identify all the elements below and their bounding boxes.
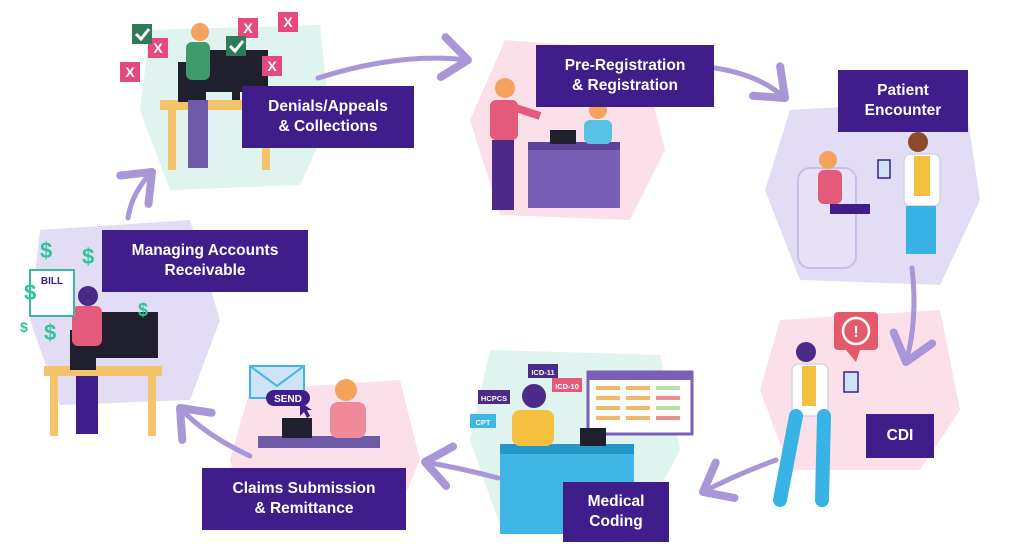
approved-check-icon bbox=[132, 24, 152, 44]
arrow-encounter-to-cdi bbox=[889, 265, 937, 366]
dollar-icon: $ bbox=[40, 238, 52, 263]
step-label-text: Managing Accounts Receivable bbox=[131, 242, 279, 279]
step-label-text: Denials/Appeals & Collections bbox=[268, 98, 388, 135]
cdi-clipboard-icon bbox=[843, 371, 859, 393]
dollar-icon: $ bbox=[44, 320, 56, 345]
coding-table-rows bbox=[596, 386, 680, 420]
person-head bbox=[191, 23, 209, 41]
registration-scene bbox=[490, 78, 620, 210]
arrow-denials-to-registration bbox=[315, 33, 472, 81]
cursor-icon bbox=[300, 402, 312, 418]
send-label: SEND bbox=[274, 394, 302, 405]
seated-patient-head bbox=[819, 151, 837, 169]
patient-head bbox=[495, 78, 515, 98]
registrar-shirt bbox=[584, 120, 612, 144]
claims-person-shirt bbox=[330, 402, 366, 438]
reject-x-icon: X bbox=[153, 40, 163, 56]
monitor bbox=[206, 50, 268, 92]
step-cdi: CDI bbox=[866, 414, 934, 458]
reject-x-icon: X bbox=[125, 64, 135, 80]
alert-icon: ! bbox=[853, 324, 858, 341]
claims-scene: SEND bbox=[249, 365, 380, 448]
patient-shirt bbox=[490, 100, 518, 140]
arrow-claims-to-ar bbox=[176, 404, 253, 459]
code-tags: ICD-11 ICD-10 HCPCS CPT bbox=[470, 364, 582, 428]
step-medical-coding: Medical Coding bbox=[563, 482, 669, 542]
reject-x-icon: X bbox=[243, 20, 253, 36]
step-label-text: CDI bbox=[886, 427, 914, 444]
clipboard-icon bbox=[877, 159, 891, 179]
step-accounts-receivable: Managing Accounts Receivable bbox=[102, 230, 308, 292]
coder-head bbox=[522, 384, 546, 408]
dollar-icons: $ $ $ $ $ $ $ bbox=[20, 238, 148, 345]
step-label-text: Medical Coding bbox=[587, 493, 645, 530]
ar-scene: BILL $ $ $ $ $ $ $ bbox=[20, 238, 162, 436]
desk bbox=[160, 100, 280, 110]
ar-person-shirt bbox=[72, 306, 102, 346]
doctor-legs bbox=[906, 206, 936, 254]
coder-shirt bbox=[512, 410, 554, 446]
seated-patient-legs bbox=[830, 204, 870, 214]
reject-icons: X X X X X bbox=[120, 12, 298, 82]
step-label-text: Pre-Registration & Registration bbox=[564, 57, 686, 94]
ar-person-head bbox=[78, 286, 98, 306]
approved-check-icon bbox=[226, 36, 246, 56]
step-label-text: Patient Encounter bbox=[864, 82, 942, 119]
claims-person-head bbox=[335, 379, 357, 401]
claims-desk bbox=[258, 436, 380, 448]
send-button-graphic bbox=[266, 390, 310, 406]
hcpcs-tag: HCPCS bbox=[481, 394, 507, 403]
cpt-tag: CPT bbox=[476, 418, 491, 427]
step-patient-encounter: Patient Encounter bbox=[838, 70, 968, 132]
bill-document bbox=[29, 269, 75, 317]
registration-desk bbox=[528, 142, 620, 208]
arrow-coding-to-claims bbox=[421, 442, 501, 490]
bill-label: BILL bbox=[41, 276, 63, 287]
doctor-head bbox=[908, 132, 928, 152]
coding-screen bbox=[586, 370, 694, 436]
cdi-scene: ! bbox=[773, 312, 878, 507]
cdi-person-legs bbox=[773, 409, 831, 507]
reject-x-icon: X bbox=[267, 58, 277, 74]
claims-laptop bbox=[282, 418, 312, 438]
ar-monitor bbox=[96, 312, 158, 358]
step-claims-submission: Claims Submission & Remittance bbox=[202, 468, 406, 530]
dollar-icon: $ bbox=[20, 319, 28, 335]
step-pre-registration: Pre-Registration & Registration bbox=[536, 45, 714, 107]
ar-desk bbox=[44, 366, 162, 376]
arrow-registration-to-encounter bbox=[712, 62, 789, 102]
denials-scene: X X X X X bbox=[120, 12, 298, 170]
icd10-tag: ICD-10 bbox=[555, 382, 579, 391]
patient-legs bbox=[492, 140, 514, 210]
seated-patient-shirt bbox=[818, 170, 842, 204]
step-label-text: Claims Submission & Remittance bbox=[232, 480, 376, 517]
step-denials-appeals: Denials/Appeals & Collections bbox=[242, 86, 414, 148]
dollar-icon: $ bbox=[138, 300, 148, 320]
coding-laptop bbox=[580, 428, 606, 446]
dollar-icon: $ bbox=[82, 244, 94, 269]
alert-bubble bbox=[834, 312, 878, 350]
cdi-person-head bbox=[796, 342, 816, 362]
icd11-tag: ICD-11 bbox=[531, 368, 554, 377]
reject-x-icon: X bbox=[283, 14, 293, 30]
dollar-icon: $ bbox=[24, 280, 36, 305]
arrow-ar-to-denials bbox=[116, 168, 156, 221]
encounter-scene bbox=[797, 132, 941, 269]
patient-arm bbox=[514, 104, 542, 120]
person-shirt bbox=[186, 42, 210, 80]
cycle-arrows bbox=[116, 33, 937, 502]
arrow-cdi-to-coding bbox=[699, 457, 779, 502]
ar-person-legs bbox=[76, 376, 98, 434]
laptop bbox=[550, 130, 576, 144]
person-legs bbox=[188, 100, 208, 168]
